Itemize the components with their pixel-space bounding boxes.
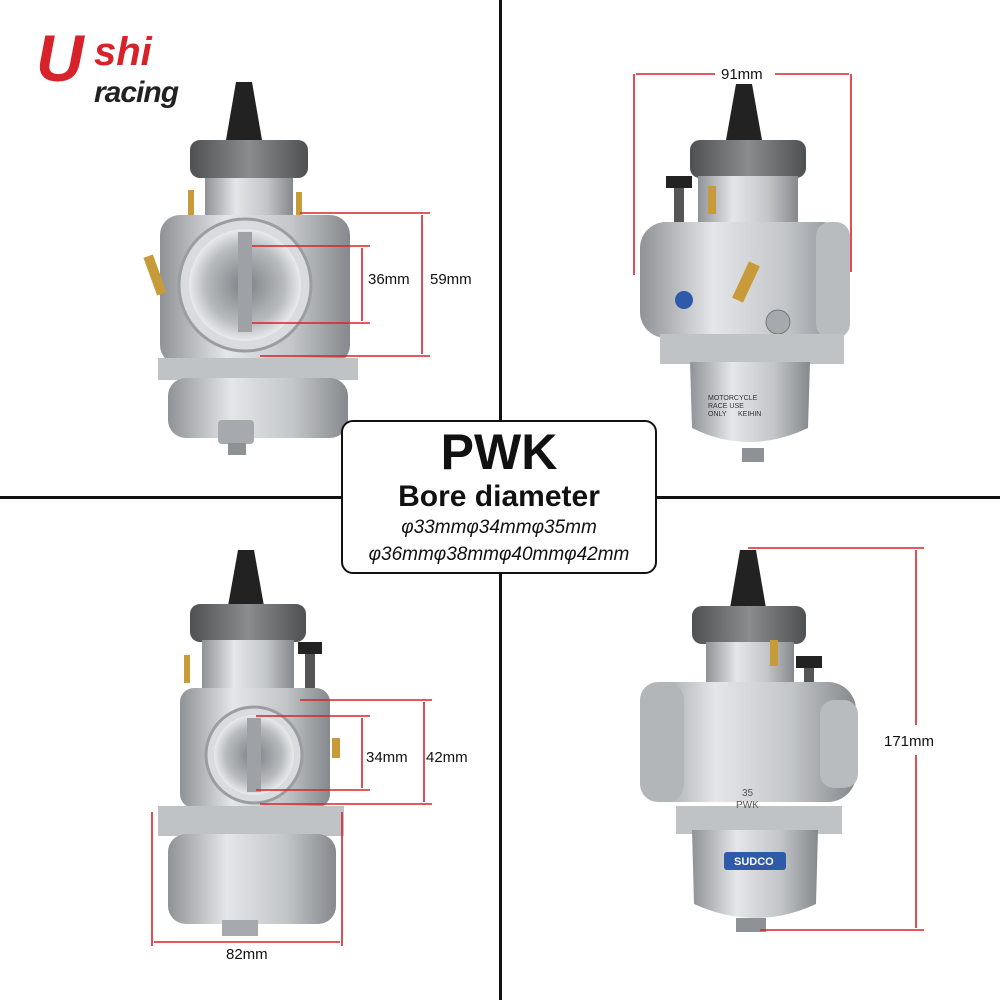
top-cap-icon — [190, 604, 306, 642]
outer-bore-label: 42mm — [426, 749, 468, 766]
nozzle-icon — [228, 550, 264, 606]
outer-bore-label: 59mm — [430, 271, 472, 288]
nozzle-icon — [226, 82, 262, 140]
dimension-lines-top-right — [633, 73, 852, 275]
svg-text:RACE USE: RACE USE — [708, 403, 744, 410]
subtitle: Bore diameter — [398, 480, 600, 513]
dimension-lines-bottom-left — [151, 699, 432, 946]
nozzle-icon — [730, 550, 766, 608]
adjuster-knob-icon — [796, 656, 822, 668]
float-bowl-icon — [692, 830, 818, 918]
width-label: 82mm — [226, 946, 268, 963]
float-bowl-icon — [690, 362, 810, 442]
top-cap-icon — [692, 606, 806, 644]
adjuster-knob-icon — [666, 176, 692, 188]
svg-text:ONLY: ONLY — [708, 411, 727, 418]
width-label: 91mm — [721, 66, 763, 83]
dimension-lines-top-left — [252, 212, 430, 357]
carb-side-view-top-right: MOTORCYCLE RACE USE ONLY KEIHIN — [640, 84, 850, 462]
brand-name: shi — [94, 30, 152, 74]
brand-mark: U — [36, 21, 84, 95]
svg-text:MOTORCYCLE: MOTORCYCLE — [708, 395, 758, 402]
dimension-lines-bottom-right — [748, 547, 924, 931]
ushi-racing-logo: U shi racing — [36, 21, 226, 116]
carb-front-view-top-left — [143, 82, 358, 455]
sudco-badge — [724, 852, 786, 870]
carb-front-view-bottom-left — [158, 550, 344, 936]
svg-text:KEIHIN: KEIHIN — [738, 411, 761, 418]
nozzle-icon — [726, 84, 762, 140]
sizes-row-1: φ33mmφ34mmφ35mm — [401, 517, 597, 538]
svg-text:SUDCO: SUDCO — [734, 856, 774, 868]
bore-diameter-info-box: PWK Bore diameter φ33mmφ34mmφ35mm φ36mmφ… — [341, 420, 657, 574]
top-cap-icon — [690, 140, 806, 178]
inner-bore-label: 36mm — [368, 271, 410, 288]
model-title: PWK — [440, 424, 558, 480]
carb-rear-view-bottom-right: 35 PWK SUDCO — [640, 550, 858, 932]
brand-tagline: racing — [94, 76, 179, 109]
svg-text:35: 35 — [742, 788, 754, 799]
sizes-row-2: φ36mmφ38mmφ40mmφ42mm — [368, 544, 630, 565]
top-cap-icon — [190, 140, 308, 178]
brass-fitting-icon — [188, 190, 194, 220]
svg-text:PWK: PWK — [736, 800, 759, 811]
height-label: 171mm — [884, 733, 935, 750]
inner-bore-label: 34mm — [366, 749, 408, 766]
adjuster-knob-icon — [298, 642, 322, 654]
